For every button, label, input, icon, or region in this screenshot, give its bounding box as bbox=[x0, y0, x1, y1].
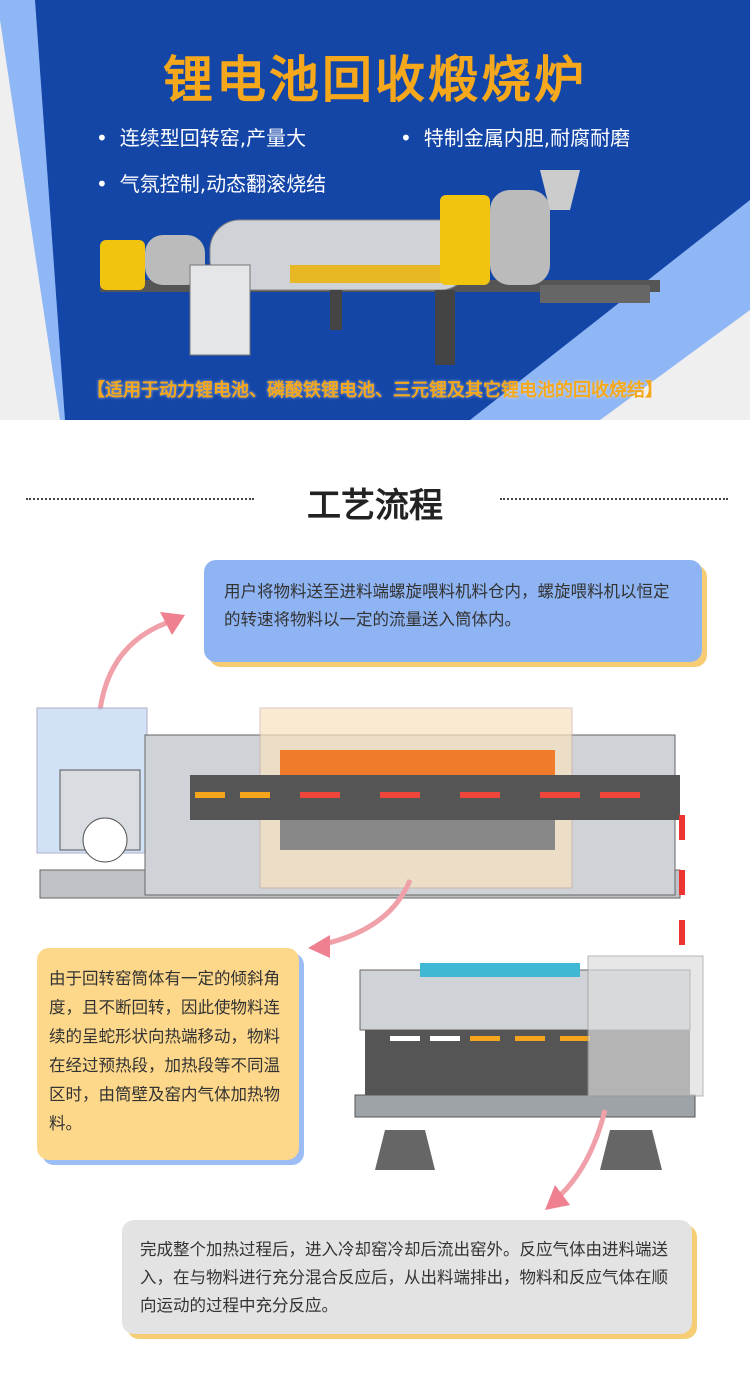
feature-3: 气氛控制,动态翻滚烧结 bbox=[96, 168, 326, 197]
step-2-box: 由于回转窑筒体有一定的倾斜角度，且不断回转，因此使物料连续的呈蛇形状向热端移动，… bbox=[37, 948, 299, 1160]
divider-left bbox=[26, 498, 254, 500]
feature-2: 特制金属内胆,耐腐耐磨 bbox=[400, 122, 630, 151]
section-title: 工艺流程 bbox=[307, 486, 443, 526]
hero-banner: 锂电池回收煅烧炉 连续型回转窑,产量大 特制金属内胆,耐腐耐磨 气氛控制,动态翻… bbox=[0, 0, 750, 420]
step-1-box: 用户将物料送至进料端螺旋喂料机料仓内，螺旋喂料机以恒定的转速将物料以一定的流量送… bbox=[204, 560, 702, 662]
flow-arrow-1 bbox=[97, 617, 176, 711]
feature-1: 连续型回转窑,产量大 bbox=[96, 122, 306, 151]
step-3-box: 完成整个加热过程后，进入冷却窑冷却后流出窑外。反应气体由进料端送入，在与物料进行… bbox=[122, 1220, 692, 1334]
product-title: 锂电池回收煅烧炉 bbox=[163, 51, 587, 109]
kiln-drum bbox=[190, 775, 680, 820]
process-diagram bbox=[36, 612, 704, 1210]
divider-right bbox=[500, 498, 728, 500]
rotary-kiln-image bbox=[100, 170, 660, 365]
application-subtitle: 【适用于动力锂电池、磷酸铁锂电池、三元锂及其它锂电池的回收烧结】 bbox=[87, 380, 663, 401]
flow-arrow-3 bbox=[553, 1109, 608, 1202]
flow-arrow-2 bbox=[319, 879, 413, 948]
